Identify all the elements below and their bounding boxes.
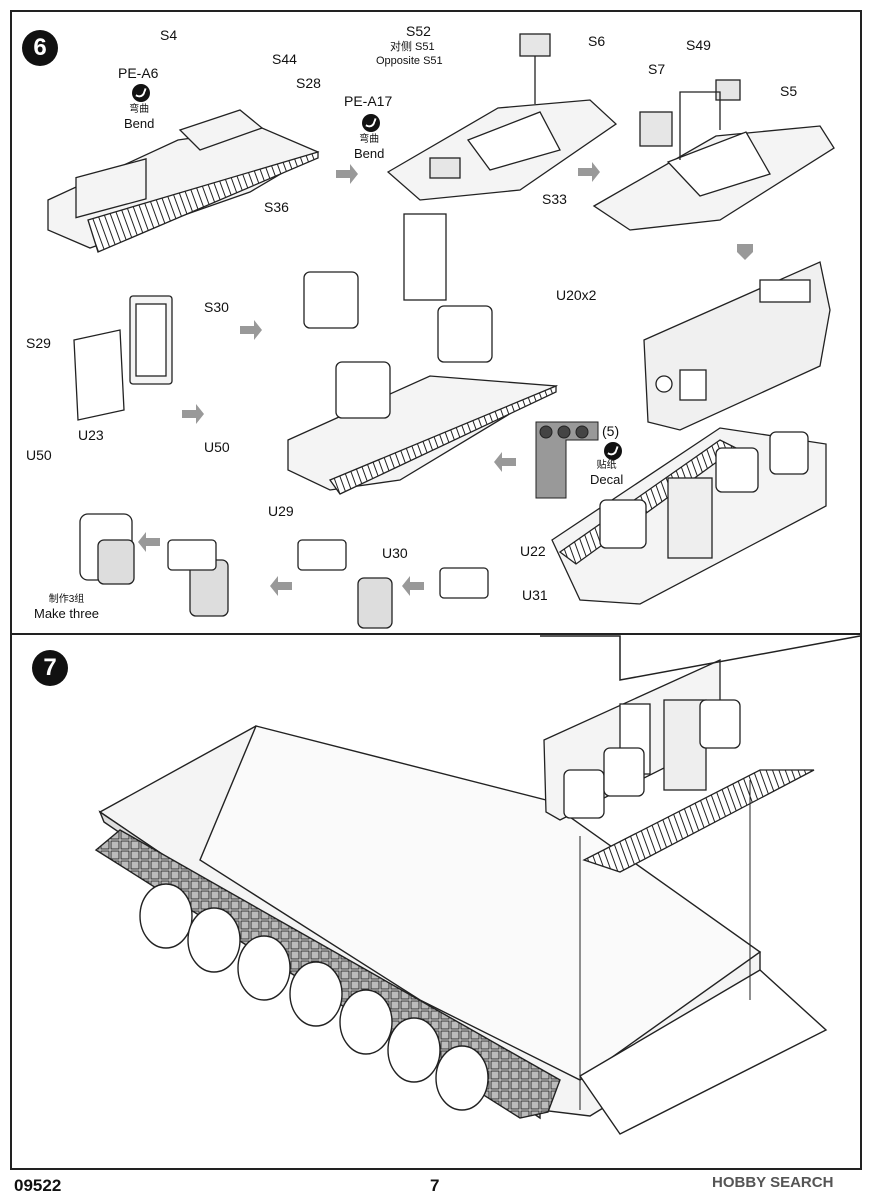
page-number: 7 bbox=[430, 1176, 440, 1195]
label-u50-left: U50 bbox=[26, 447, 52, 463]
seat-subassemblies bbox=[79, 513, 489, 629]
bend-note-2-en: Bend bbox=[354, 146, 385, 161]
label-u23: U23 bbox=[78, 427, 104, 443]
s33-panel-assembled bbox=[592, 79, 835, 231]
seat-floor-assembly bbox=[287, 213, 559, 495]
label-decal-number: (5) bbox=[602, 423, 620, 439]
bend-note-1-en: Bend bbox=[124, 116, 155, 131]
label-u30: U30 bbox=[382, 545, 408, 561]
decal-note-cn: 贴纸 bbox=[596, 460, 617, 471]
label-s30: S30 bbox=[204, 299, 229, 315]
make-three-note: 制作3组 Make three bbox=[34, 594, 99, 622]
watermark: HOBBY SEARCH bbox=[712, 1174, 834, 1191]
bend-note-1: 弯曲 Bend bbox=[124, 104, 154, 132]
label-s6: S6 bbox=[588, 33, 606, 49]
step-divider bbox=[10, 633, 862, 635]
label-s7: S7 bbox=[648, 61, 666, 77]
label-pe-a6: PE-A6 bbox=[118, 65, 159, 81]
label-u20: U20x2 bbox=[556, 287, 597, 303]
label-s4: S4 bbox=[160, 27, 178, 43]
bend-note-2: 弯曲 Bend bbox=[354, 134, 384, 162]
bend-icon bbox=[362, 114, 380, 132]
label-s36: S36 bbox=[264, 199, 289, 215]
label-s52: S52 bbox=[406, 23, 431, 39]
label-s29: S29 bbox=[26, 335, 51, 351]
label-u50-right: U50 bbox=[204, 439, 230, 455]
arrows-step6 bbox=[138, 162, 753, 596]
bend-note-1-cn: 弯曲 bbox=[129, 104, 150, 115]
label-pe-a17: PE-A17 bbox=[344, 93, 393, 109]
make-three-cn: 制作3组 bbox=[48, 594, 85, 605]
label-s51-en: Opposite S51 bbox=[376, 55, 443, 67]
decal-note: 贴纸 Decal bbox=[590, 460, 623, 488]
label-s49: S49 bbox=[686, 37, 711, 53]
bulkhead-panel bbox=[643, 261, 831, 431]
label-s44: S44 bbox=[272, 51, 297, 67]
s30-cabinet bbox=[73, 295, 173, 421]
label-u31: U31 bbox=[522, 587, 548, 603]
interior-step7 bbox=[543, 658, 815, 1110]
road-wheels bbox=[139, 883, 489, 1111]
step-7-badge: 7 bbox=[32, 650, 68, 686]
decal-icon bbox=[604, 442, 622, 460]
bend-icon bbox=[132, 84, 150, 102]
label-s51-cn: 对侧 S51 bbox=[390, 41, 435, 53]
step-6-badge: 6 bbox=[22, 30, 58, 66]
s36-floor-assembly bbox=[47, 109, 320, 253]
label-s5: S5 bbox=[780, 83, 798, 99]
interior-assembled bbox=[551, 427, 827, 605]
decal-sheet bbox=[535, 421, 599, 499]
product-code: 09522 bbox=[14, 1176, 62, 1195]
label-s33: S33 bbox=[542, 191, 567, 207]
step7-notch bbox=[540, 635, 861, 681]
make-three-en: Make three bbox=[34, 606, 100, 621]
label-u22: U22 bbox=[520, 543, 546, 559]
label-s28: S28 bbox=[296, 75, 321, 91]
bend-note-2-cn: 弯曲 bbox=[359, 134, 380, 145]
page-frame bbox=[10, 10, 862, 1170]
decal-note-en: Decal bbox=[590, 472, 624, 487]
s33-panel-assembly bbox=[386, 33, 618, 201]
label-u29: U29 bbox=[268, 503, 294, 519]
